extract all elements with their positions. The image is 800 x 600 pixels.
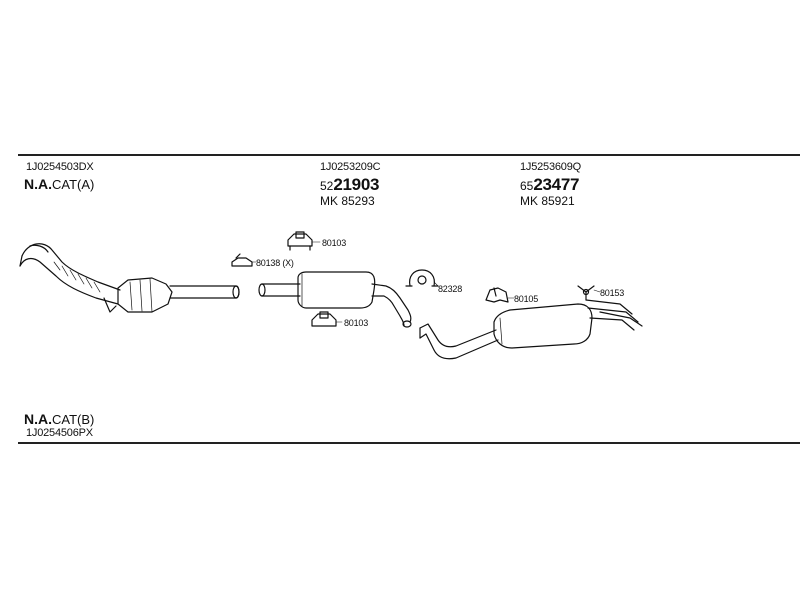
- leader-lines: [251, 241, 601, 323]
- label-80103-top: 80103: [322, 238, 346, 248]
- label-80103-bottom: 80103: [344, 318, 368, 328]
- left-na-bold: N.A.: [24, 176, 52, 192]
- part-80105-icon: [485, 287, 509, 303]
- middle-silencer: [258, 271, 412, 328]
- part-80138-icon: [231, 253, 253, 267]
- left-part-code: 1J0254503DX: [26, 161, 94, 173]
- label-80153: 80153: [600, 288, 624, 298]
- label-80105: 80105: [514, 294, 538, 304]
- right-part-number: 6523477: [520, 176, 579, 193]
- label-82328: 82328: [438, 284, 462, 294]
- bottom-divider: [18, 442, 800, 444]
- catalytic-converter: [117, 277, 240, 313]
- part-82328-icon: [405, 269, 439, 287]
- footer-na-label: N.A.CAT(B): [24, 412, 94, 426]
- front-pipe: [19, 243, 121, 313]
- left-na-rest: CAT(A): [52, 177, 95, 192]
- top-divider: [18, 154, 800, 156]
- part-80103-top-icon: [287, 231, 313, 251]
- label-80138: 80138 (X): [256, 258, 294, 268]
- right-mk-label: MK 85921: [520, 194, 575, 208]
- mid-num-big: 21903: [333, 175, 380, 194]
- footer-na-bold: N.A.: [24, 411, 52, 427]
- right-part-code: 1J5253609Q: [520, 161, 581, 173]
- mid-part-code: 1J0253209C: [320, 161, 381, 173]
- mid-mk-label: MK 85293: [320, 194, 375, 208]
- part-80153-icon: [577, 285, 595, 301]
- mid-num-prefix: 52: [320, 179, 334, 193]
- right-num-prefix: 65: [520, 179, 534, 193]
- rear-silencer: [419, 299, 643, 360]
- part-80103-bottom-icon: [311, 311, 337, 327]
- right-num-big: 23477: [533, 175, 580, 194]
- footer-part-code: 1J0254506PX: [26, 427, 93, 439]
- left-na-label: N.A.CAT(A): [24, 177, 94, 191]
- mid-part-number: 5221903: [320, 176, 379, 193]
- footer-na-rest: CAT(B): [52, 412, 95, 427]
